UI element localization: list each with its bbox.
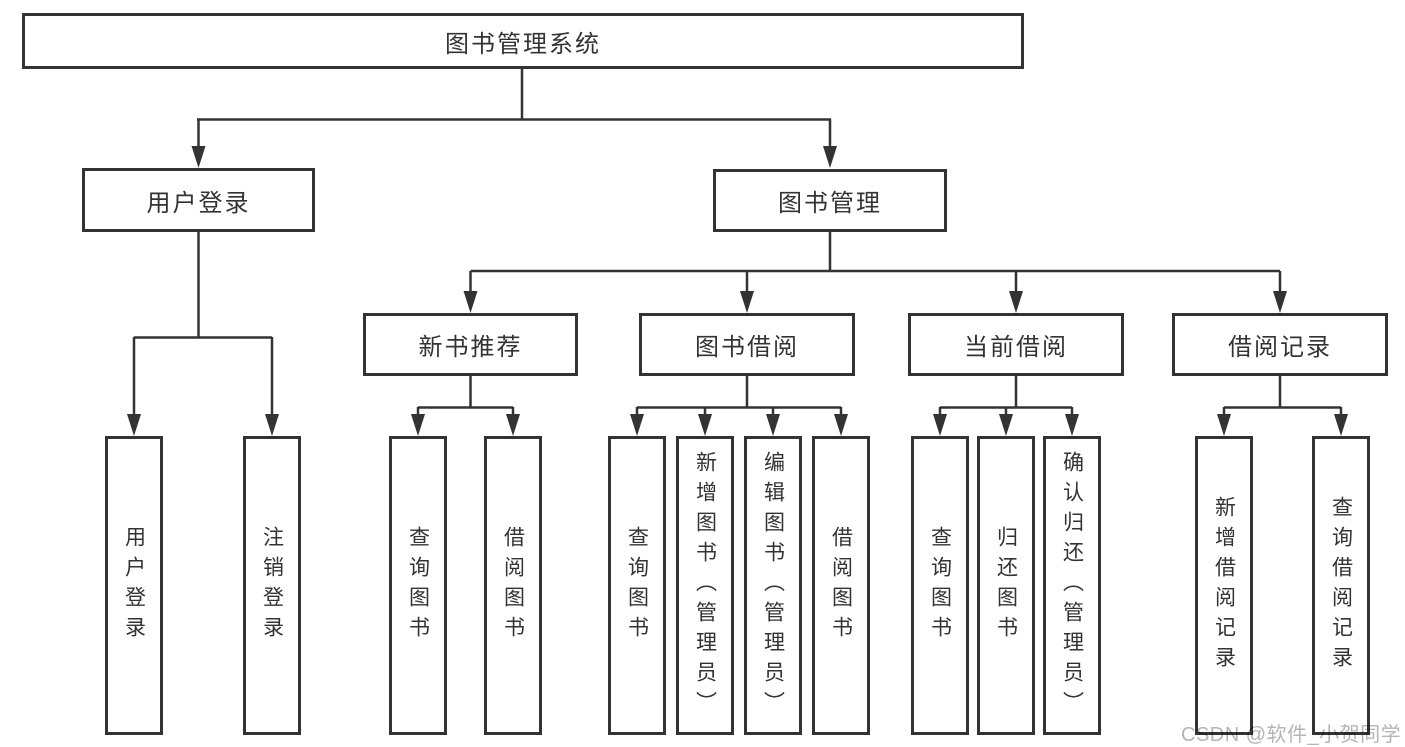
- node-borrow-records: 借阅记录: [1172, 313, 1388, 376]
- leaf-label: 新增图书（管理员）: [693, 450, 717, 721]
- leaf-query-borrow-record: 查询借阅记录: [1312, 436, 1370, 735]
- leaf-label: 确认归还（管理员）: [1060, 450, 1084, 721]
- node-label: 图书管理: [778, 190, 882, 217]
- leaf-label: 查询图书: [406, 525, 430, 646]
- leaf-confirm-return-admin: 确认归还（管理员）: [1043, 436, 1101, 735]
- leaf-borrow-books-recommend: 借阅图书: [484, 436, 542, 735]
- node-label: 用户登录: [146, 189, 251, 217]
- node-book-management-system: 图书管理系统: [22, 13, 1024, 69]
- node-label: 当前借阅: [964, 334, 1068, 361]
- leaf-label: 查询借阅记录: [1329, 495, 1353, 676]
- leaf-query-books-borrow: 查询图书: [608, 436, 666, 735]
- watermark: CSDN @软件_小贺同学: [1181, 724, 1402, 746]
- node-label: 图书借阅: [695, 334, 799, 361]
- leaf-label: 用户登录: [122, 525, 146, 646]
- leaf-add-book-admin: 新增图书（管理员）: [676, 436, 734, 735]
- node-current-borrow: 当前借阅: [908, 313, 1124, 376]
- leaf-edit-book-admin: 编辑图书（管理员）: [744, 436, 802, 735]
- leaf-add-borrow-record: 新增借阅记录: [1195, 436, 1253, 735]
- leaf-borrow-books: 借阅图书: [812, 436, 870, 735]
- node-label: 借阅记录: [1228, 334, 1332, 361]
- node-label: 新书推荐: [418, 334, 523, 361]
- leaf-label: 查询图书: [928, 525, 952, 646]
- leaf-label: 归还图书: [994, 525, 1018, 646]
- leaf-query-books-current: 查询图书: [911, 436, 969, 735]
- node-new-book-recommend: 新书推荐: [363, 313, 578, 376]
- leaf-label: 新增借阅记录: [1212, 495, 1236, 676]
- leaf-query-books-recommend: 查询图书: [389, 436, 447, 735]
- leaf-label: 借阅图书: [829, 525, 853, 646]
- node-user-login: 用户登录: [82, 168, 315, 232]
- leaf-label: 查询图书: [625, 525, 649, 646]
- node-book-management: 图书管理: [713, 169, 947, 232]
- leaf-label: 编辑图书（管理员）: [761, 450, 785, 721]
- leaf-label: 借阅图书: [501, 525, 525, 646]
- leaf-return-book: 归还图书: [977, 436, 1035, 735]
- leaf-label: 注销登录: [260, 525, 284, 646]
- node-label: 图书管理系统: [445, 30, 601, 58]
- leaf-logout: 注销登录: [243, 436, 301, 735]
- node-book-borrow: 图书借阅: [639, 313, 855, 376]
- leaf-user-login: 用户登录: [105, 436, 163, 735]
- arrowheads: [127, 146, 1348, 436]
